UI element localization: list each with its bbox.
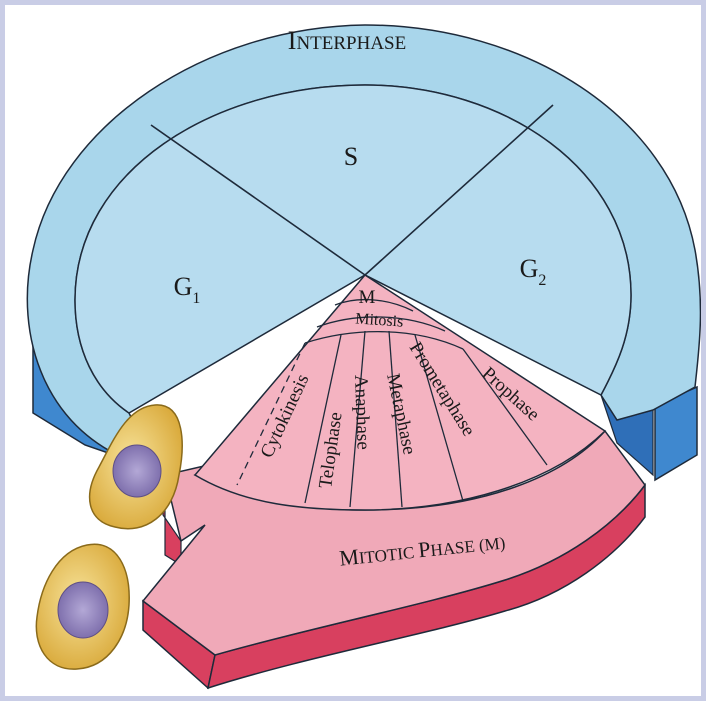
cell-bottom	[36, 544, 129, 669]
cell-bottom-nucleus	[58, 582, 108, 638]
cell-top-nucleus	[113, 445, 161, 497]
cell-cycle-diagram: INTERPHASE S G1 G2 M Mitosis Cytokinesis…	[5, 5, 701, 696]
m-label: M	[359, 287, 376, 308]
mitosis-label: Mitosis	[355, 310, 404, 330]
s-phase-label: S	[344, 142, 358, 171]
phase-label-anaphase: Anaphase	[350, 374, 374, 450]
